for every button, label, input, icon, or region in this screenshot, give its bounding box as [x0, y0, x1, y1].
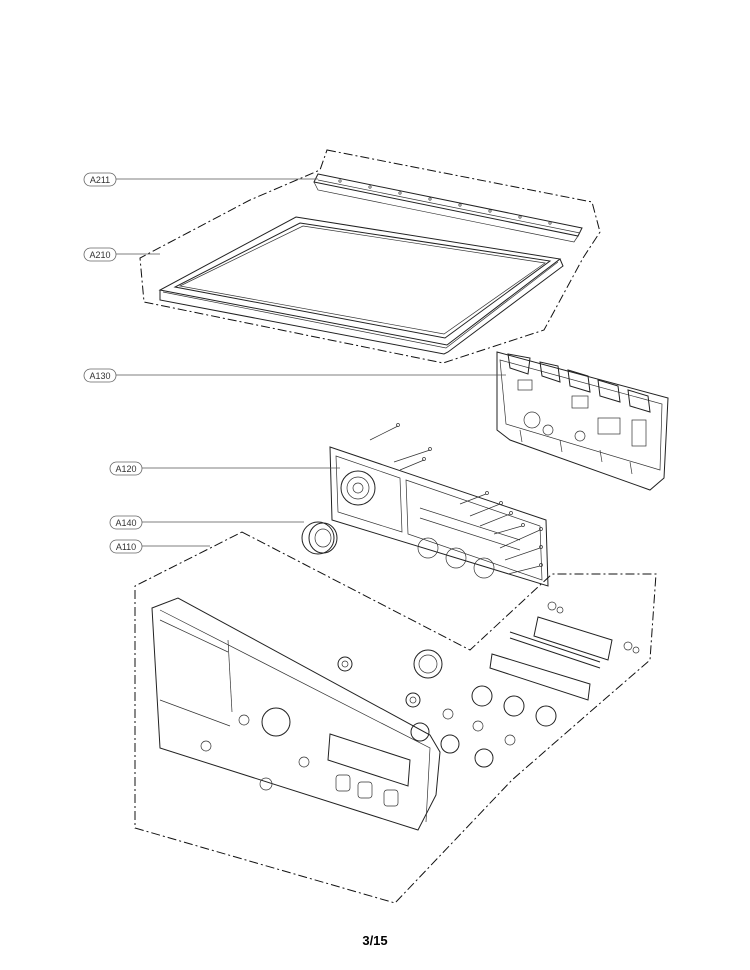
callout-a211: A211: [83, 172, 318, 187]
loose-buttons: [337, 601, 640, 768]
bottom-assembly-boundary: [134, 531, 657, 904]
label-a211: A211: [90, 175, 110, 185]
label-a210: A210: [89, 250, 110, 260]
callout-a110: A110: [109, 539, 210, 554]
part-a140-knob: [301, 521, 338, 555]
part-a110-control-panel: [151, 597, 441, 831]
label-a110: A110: [116, 542, 136, 552]
callout-a140: A140: [109, 515, 304, 530]
top-assembly-boundary: [139, 149, 601, 364]
part-a130-control-board: [496, 351, 669, 491]
callout-a210: A210: [83, 247, 160, 262]
part-a210-lid: [158, 216, 564, 355]
callout-a120: A120: [109, 461, 340, 476]
label-a140: A140: [115, 518, 136, 528]
part-a120-frame: [329, 423, 549, 587]
page-number: 3/15: [362, 933, 388, 948]
label-a130: A130: [89, 371, 110, 381]
label-a120: A120: [115, 464, 136, 474]
callout-a130: A130: [83, 368, 506, 383]
